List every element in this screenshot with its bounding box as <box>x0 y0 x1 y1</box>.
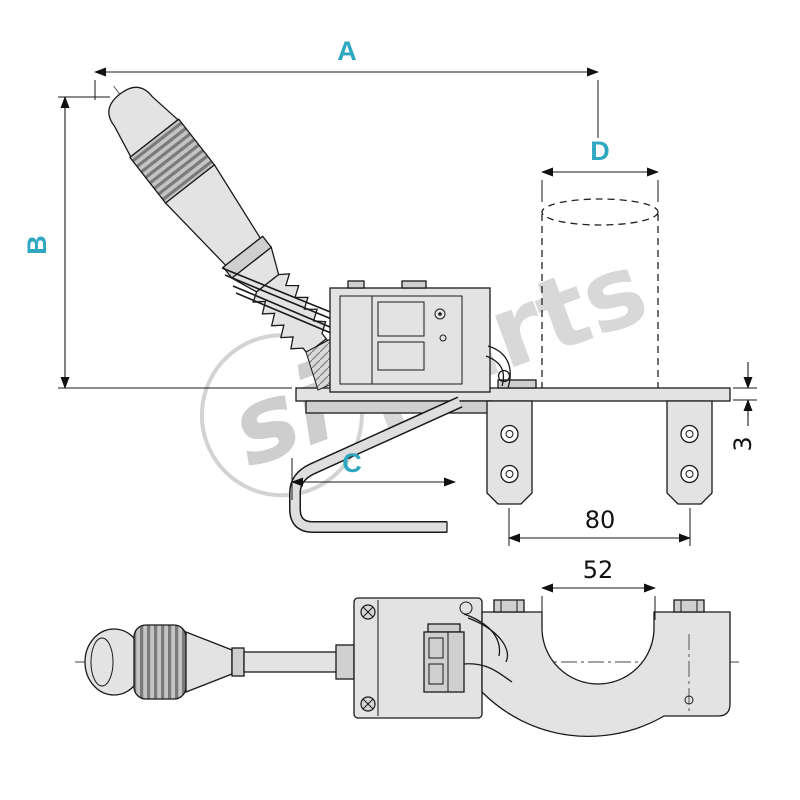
bracket-tab-left <box>486 400 533 505</box>
switch-housing <box>305 280 511 393</box>
knurled-grip-top <box>133 624 187 700</box>
dimension-a: A <box>94 36 599 138</box>
support-rod <box>289 396 463 533</box>
dimension-hole-spacing: 80 <box>508 506 691 546</box>
steering-column-outline <box>541 198 659 388</box>
dim-label-a: A <box>337 36 357 66</box>
dim-label-c: C <box>342 448 362 478</box>
column-clamp <box>481 611 731 738</box>
dimension-c: C <box>291 448 456 500</box>
dim-label-3: 3 <box>729 436 757 451</box>
dimension-b: B <box>22 96 292 389</box>
dim-label-52: 52 <box>583 556 614 584</box>
dimensions-side-view: A B D C 3 80 <box>22 36 757 546</box>
top-view: 52 <box>75 556 742 738</box>
dimension-d: D <box>541 136 659 202</box>
wire-loop <box>459 601 473 615</box>
connector-block <box>423 631 465 693</box>
dim-label-d: D <box>590 136 610 166</box>
lever-shaft <box>243 651 341 673</box>
cable-loop <box>497 369 511 383</box>
dim-label-80: 80 <box>585 506 616 534</box>
bracket-tab-right <box>666 400 713 505</box>
dimension-plate-thickness: 3 <box>729 362 757 452</box>
dim-label-b: B <box>22 235 52 255</box>
dimension-clamp-opening: 52 <box>541 556 656 620</box>
